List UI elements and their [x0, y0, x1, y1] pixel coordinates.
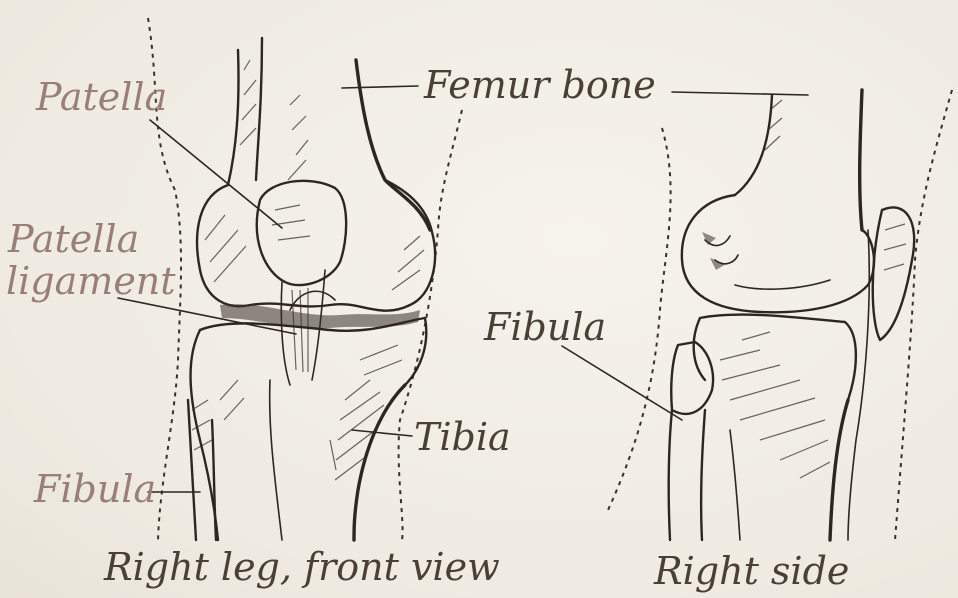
label-fibula-front: Fibula	[34, 470, 156, 508]
side-tibia-head	[700, 315, 856, 400]
side-view-knee	[608, 90, 952, 540]
front-fibula	[188, 400, 216, 540]
side-tibia-hatching	[720, 332, 830, 478]
side-tibia-shaft	[830, 400, 848, 540]
side-fibula-shaft	[669, 410, 705, 540]
side-femur-shaft-front	[735, 95, 772, 195]
leader-femur-right	[672, 92, 808, 95]
front-condyle-hatching	[205, 215, 424, 290]
side-femur-condyle	[682, 195, 874, 312]
leader-femur-left	[342, 86, 418, 88]
patella-ligament-fibers	[292, 288, 308, 372]
front-skin-outline-right	[399, 110, 462, 540]
tibia-inner-line	[270, 380, 282, 540]
label-patella: Patella	[36, 78, 167, 116]
label-patella-ligament-line1: Patella	[8, 220, 139, 258]
side-femur-hatching	[765, 100, 782, 150]
side-femur-shaft-back	[860, 90, 862, 230]
side-fibula-head	[671, 342, 713, 414]
side-skin-outline-right	[895, 90, 952, 540]
front-view-knee	[148, 18, 462, 540]
front-femur-shaft-inner	[256, 38, 262, 180]
side-condyle-marks	[702, 232, 726, 270]
leader-fibula-side	[562, 346, 682, 420]
label-femur-bone: Femur bone	[424, 66, 656, 104]
label-patella-ligament-line2: ligament	[6, 262, 176, 300]
leader-tibia	[352, 430, 412, 436]
side-condyle-inner	[705, 236, 830, 289]
caption-front-view: Right leg, front view	[104, 548, 500, 586]
patella-ligament-left	[281, 282, 290, 385]
front-femur-hatching	[240, 60, 308, 180]
front-femur-shaft-left	[228, 50, 239, 185]
label-tibia: Tibia	[414, 418, 511, 456]
leader-patella	[150, 120, 282, 228]
side-tibia-inner	[730, 430, 740, 540]
patella-bone	[257, 181, 346, 285]
label-fibula-side: Fibula	[484, 308, 606, 346]
side-skin-outline-left	[608, 128, 671, 510]
patella-hatching	[272, 205, 310, 240]
side-patella-hatching	[884, 224, 906, 270]
caption-side-view: Right side	[654, 552, 849, 590]
